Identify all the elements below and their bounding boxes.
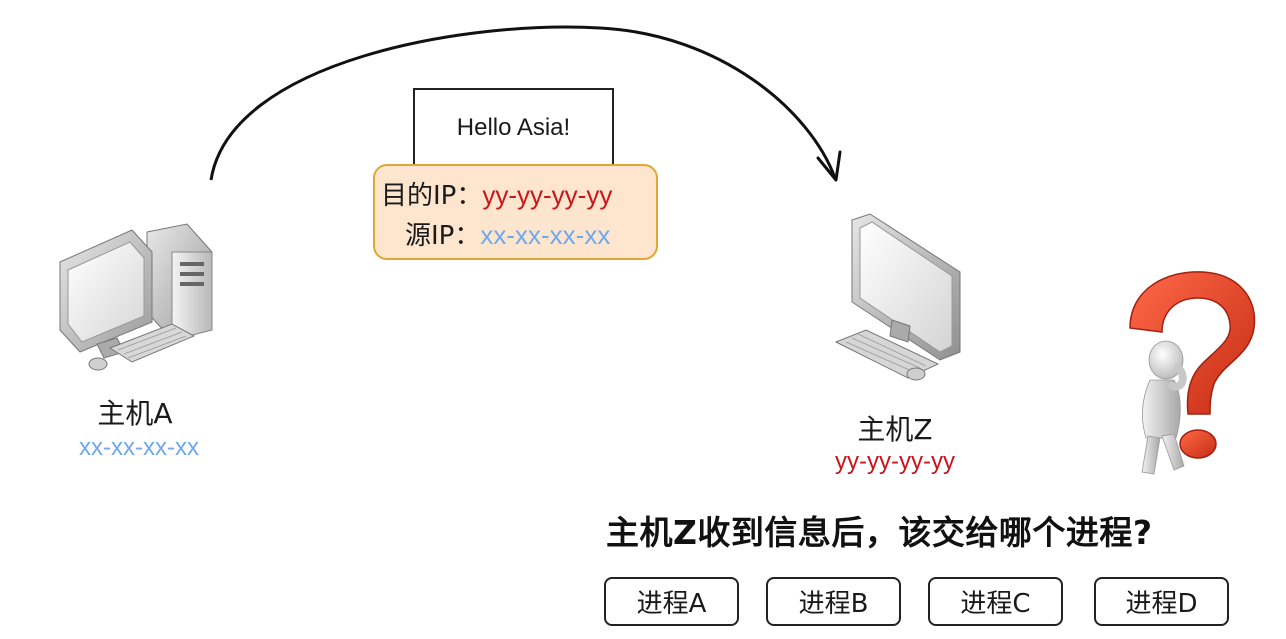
src-ip-value: xx-xx-xx-xx: [480, 220, 611, 250]
desktop-computer-icon: [59, 223, 213, 371]
host-a-ip: xx-xx-xx-xx: [79, 434, 199, 461]
option-process-d[interactable]: 进程D: [1094, 577, 1229, 626]
dest-ip-row: 目的IP：yy-yy-yy-yy: [381, 180, 612, 211]
message-text: Hello Asia!: [456, 114, 571, 141]
option-process-c[interactable]: 进程C: [928, 577, 1063, 626]
host-z-ip: yy-yy-yy-yy: [835, 448, 955, 475]
question-text: 主机Z收到信息后，该交给哪个进程?: [606, 513, 1153, 552]
question-mark-icon: [1129, 271, 1256, 459]
host-z-name: 主机Z: [857, 413, 933, 446]
option-process-a[interactable]: 进程A: [604, 577, 739, 626]
src-ip-label: 源IP：: [405, 221, 481, 251]
packet-header: 目的IP：yy-yy-yy-yy 源IP：xx-xx-xx-xx: [373, 164, 658, 260]
thinking-person-icon: [1129, 271, 1256, 475]
option-process-b[interactable]: 进程B: [766, 577, 901, 626]
message-box: Hello Asia!: [413, 88, 614, 168]
host-a-name: 主机A: [97, 397, 173, 430]
dest-ip-value: yy-yy-yy-yy: [482, 180, 613, 210]
monitor-icon: [834, 213, 961, 381]
dest-ip-label: 目的IP：: [381, 181, 483, 211]
src-ip-row: 源IP：xx-xx-xx-xx: [405, 220, 610, 251]
